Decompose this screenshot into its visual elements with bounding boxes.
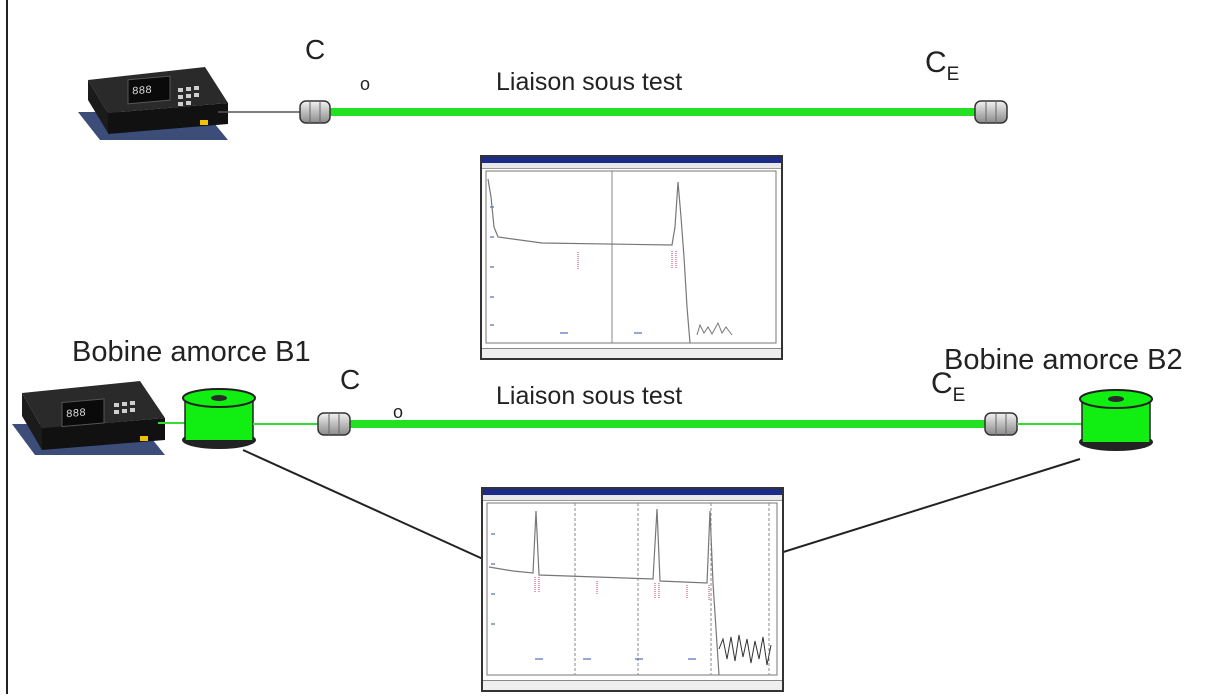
svg-text:888: 888 xyxy=(66,408,86,422)
connector-ce-bottom-icon xyxy=(984,412,1018,436)
origin-mark-bottom: o xyxy=(393,402,404,422)
screenshot-statusbar xyxy=(482,348,781,358)
connector-label-c-top: C xyxy=(305,34,326,65)
otdr-trace-bottom xyxy=(486,502,778,676)
connector-label-c-bottom: C xyxy=(340,364,361,395)
screenshot-titlebar xyxy=(483,489,782,495)
reel-b2-icon xyxy=(1079,389,1153,451)
otdr-trace-screenshot-top xyxy=(480,155,783,360)
connector-c-top-icon xyxy=(299,100,331,124)
reel-b1-icon xyxy=(182,388,256,449)
otdr-trace-screenshot-bottom xyxy=(481,487,784,692)
reel-label-b1: Bobine amorce B1 xyxy=(72,336,311,368)
link-label-top: Liaison sous test xyxy=(496,68,683,96)
screenshot-menubar xyxy=(483,495,782,501)
otdr-instrument-icon: 888 xyxy=(78,67,228,140)
connector-ce-top-icon xyxy=(974,100,1008,124)
connector-label-ce-top: CE xyxy=(925,46,960,85)
svg-text:888: 888 xyxy=(132,85,152,99)
otdr-trace-top xyxy=(485,170,777,344)
screenshot-titlebar xyxy=(482,157,781,163)
arrow-b1-icon xyxy=(242,449,518,576)
connector-c-bottom-icon xyxy=(317,412,351,436)
reel-label-b2: Bobine amorce B2 xyxy=(944,344,1183,376)
origin-mark-top: o xyxy=(360,74,371,94)
link-label-bottom: Liaison sous test xyxy=(496,382,683,410)
screenshot-menubar xyxy=(482,163,781,169)
connector-label-ce-bottom: CE xyxy=(931,367,966,406)
otdr-instrument-bottom-icon: 888 xyxy=(12,381,165,455)
screenshot-statusbar xyxy=(483,680,782,690)
